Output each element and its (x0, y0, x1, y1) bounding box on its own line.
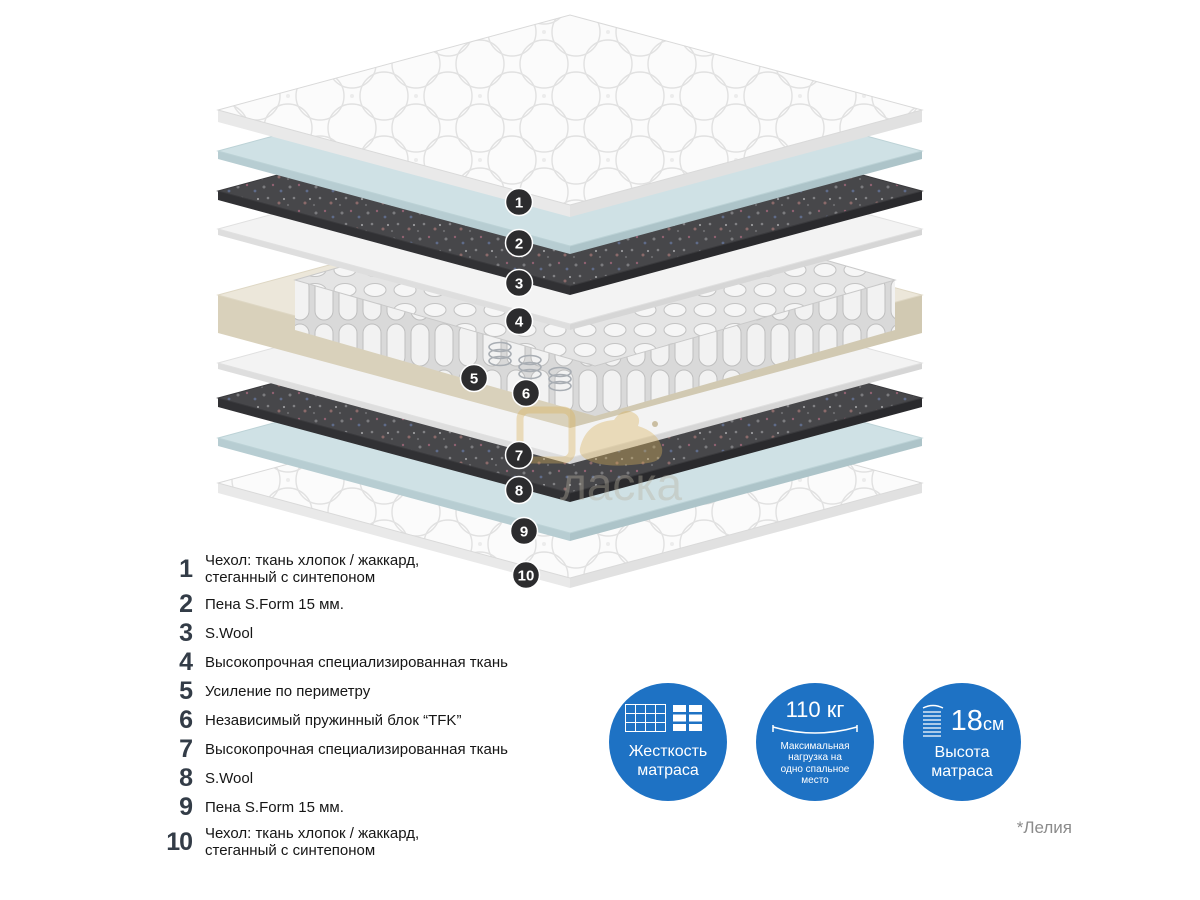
mattress-exploded-diagram: ласка 1 2 3 4 5 (216, 14, 924, 590)
legend-label: Пена S.Form 15 мм. (205, 595, 344, 613)
legend-item: 1 Чехол: ткань хлопок / жаккард, стеганн… (150, 552, 550, 586)
max-load-label: Максимальная нагрузка на одно спальное м… (780, 740, 850, 787)
legend-number: 1 (179, 555, 193, 583)
layer-marker-10: 10 (511, 560, 541, 590)
legend-item: 3 S.Wool (150, 619, 550, 647)
legend-label: Высокопрочная специализированная ткань (205, 653, 508, 671)
legend-label: Чехол: ткань хлопок / жаккард, стеганный… (205, 552, 420, 586)
legend-number: 7 (179, 735, 193, 763)
layers-legend: 1 Чехол: ткань хлопок / жаккард, стеганн… (150, 552, 550, 866)
legend-number: 8 (179, 764, 193, 792)
legend-item: 9 Пена S.Form 15 мм. (150, 793, 550, 821)
legend-item: 8 S.Wool (150, 764, 550, 792)
legend-item: 6 Независимый пружинный блок “TFK” (150, 706, 550, 734)
brand-watermark-text: ласка (560, 458, 683, 510)
badge-height: 18 см Высота матраса (903, 683, 1021, 801)
mattress-height-icon (922, 704, 943, 737)
legend-item: 2 Пена S.Form 15 мм. (150, 590, 550, 618)
legend-item: 5 Усиление по периметру (150, 677, 550, 705)
badge-max-load: 110 кг Максимальная нагрузка на одно спа… (756, 683, 874, 801)
svg-text:7: 7 (515, 448, 523, 465)
svg-text:6: 6 (522, 386, 530, 403)
legend-number: 5 (179, 677, 193, 705)
legend-number: 6 (179, 706, 193, 734)
legend-label: Чехол: ткань хлопок / жаккард, стеганный… (205, 825, 420, 859)
layer-marker-3: 3 (504, 268, 534, 298)
legend-number: 3 (179, 619, 193, 647)
svg-text:3: 3 (515, 276, 523, 293)
legend-number: 9 (179, 793, 193, 821)
legend-number: 10 (166, 828, 193, 856)
spring-coils (488, 341, 572, 392)
layer-marker-6: 6 (511, 378, 541, 408)
legend-label: Независимый пружинный блок “TFK” (205, 711, 462, 729)
layer-marker-8: 8 (504, 475, 534, 505)
layer-marker-1: 1 (504, 187, 534, 217)
legend-number: 2 (179, 590, 193, 618)
height-unit: см (982, 713, 1005, 734)
height-value: 18 см (951, 706, 1005, 736)
layer-marker-4: 4 (504, 306, 534, 336)
svg-text:2: 2 (515, 236, 523, 253)
brand-watermark: ласка (516, 406, 683, 510)
legend-label: S.Wool (205, 624, 254, 642)
height-label: Высота матраса (931, 743, 993, 780)
badge-firmness: Жесткость матраса (609, 683, 727, 801)
svg-text:4: 4 (515, 314, 524, 331)
legend-label: Пена S.Form 15 мм. (205, 798, 344, 816)
max-load-value: 110 кг (785, 696, 845, 722)
layer-marker-5: 5 (459, 363, 489, 393)
legend-label: Усиление по периметру (205, 682, 371, 700)
firmness-label: Жесткость матраса (628, 743, 708, 779)
svg-text:8: 8 (515, 483, 523, 500)
height-number: 18 (950, 704, 983, 737)
layer-marker-2: 2 (504, 228, 534, 258)
sag-line-icon (772, 724, 858, 734)
model-footnote: *Лелия (1016, 818, 1072, 837)
svg-text:5: 5 (470, 371, 478, 388)
svg-text:1: 1 (515, 195, 523, 212)
legend-label: Высокопрочная специализированная ткань (205, 740, 508, 758)
layer-marker-9: 9 (509, 516, 539, 546)
legend-label: S.Wool (205, 769, 254, 787)
svg-text:10: 10 (518, 568, 535, 585)
legend-item: 10 Чехол: ткань хлопок / жаккард, стеган… (150, 825, 550, 859)
legend-item: 4 Высокопрочная специализированная ткань (150, 648, 550, 676)
legend-item: 7 Высокопрочная специализированная ткань (150, 735, 550, 763)
firmness-grid-icon (625, 704, 702, 732)
layer-1-quilted-cover-top (216, 14, 924, 217)
legend-number: 4 (179, 648, 193, 676)
layer-marker-7: 7 (504, 440, 534, 470)
layer-number-markers: 1 2 3 4 5 6 7 (459, 187, 541, 590)
svg-text:9: 9 (520, 524, 528, 541)
